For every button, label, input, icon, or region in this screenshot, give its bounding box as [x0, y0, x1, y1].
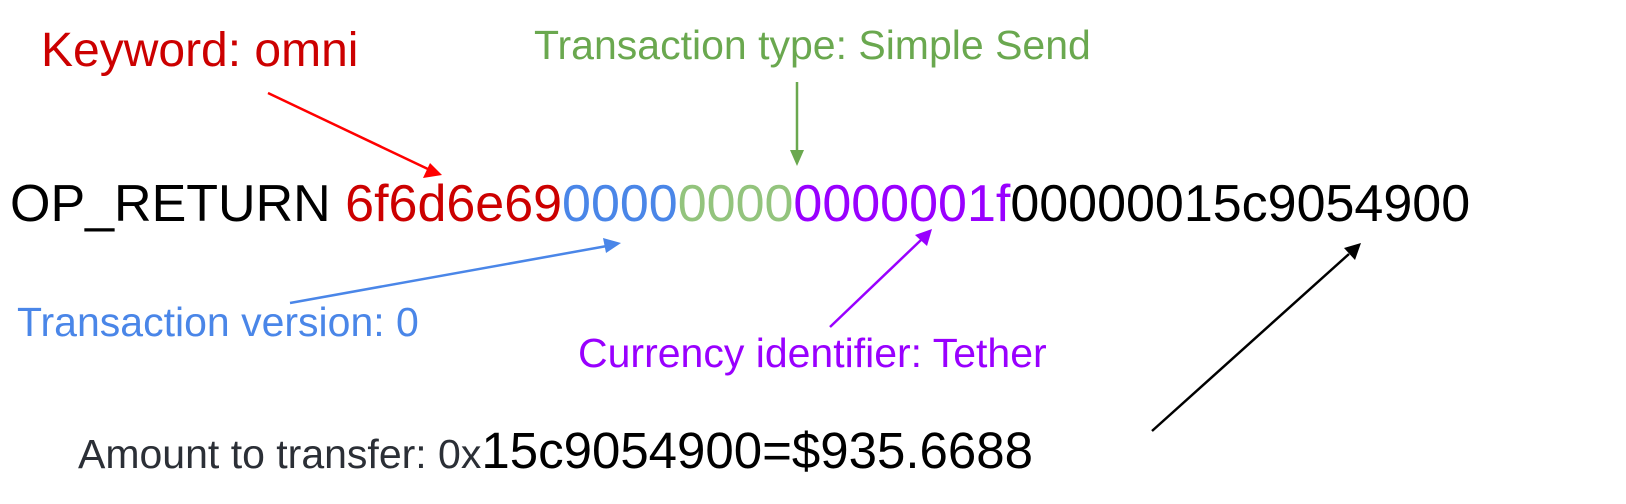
- keyword-arrow: [267, 91, 442, 178]
- version-hex-segment: 0000: [562, 175, 678, 233]
- transaction-version-label: Transaction version: 0: [17, 299, 419, 345]
- amount-to-transfer-label: Amount to transfer: 0x15c9054900=$935.66…: [78, 425, 1033, 476]
- transaction-type-arrow: [790, 82, 804, 166]
- currency-identifier-label: Currency identifier: Tether: [578, 330, 1047, 376]
- op-return-hex-line: OP_RETURN 6f6d6e69000000000000001f000000…: [10, 178, 1470, 230]
- amount-hex-segment: 00000015c9054900: [1010, 175, 1471, 233]
- transaction-type-label: Transaction type: Simple Send: [534, 22, 1091, 68]
- keyword-hex-segment: 6f6d6e69: [345, 175, 563, 233]
- currency-hex-segment: 0000001f: [793, 175, 1011, 233]
- type-hex-segment: 0000: [677, 175, 794, 233]
- amount-value: 15c9054900=$935.6688: [481, 422, 1033, 479]
- currency-identifier-arrow: [829, 229, 932, 328]
- keyword-label: Keyword: omni: [41, 24, 359, 77]
- op-return-opcode: OP_RETURN: [10, 175, 346, 233]
- transaction-version-arrow: [289, 238, 621, 305]
- amount-prefix: Amount to transfer: 0x: [78, 431, 482, 477]
- amount-arrow: [1151, 243, 1361, 432]
